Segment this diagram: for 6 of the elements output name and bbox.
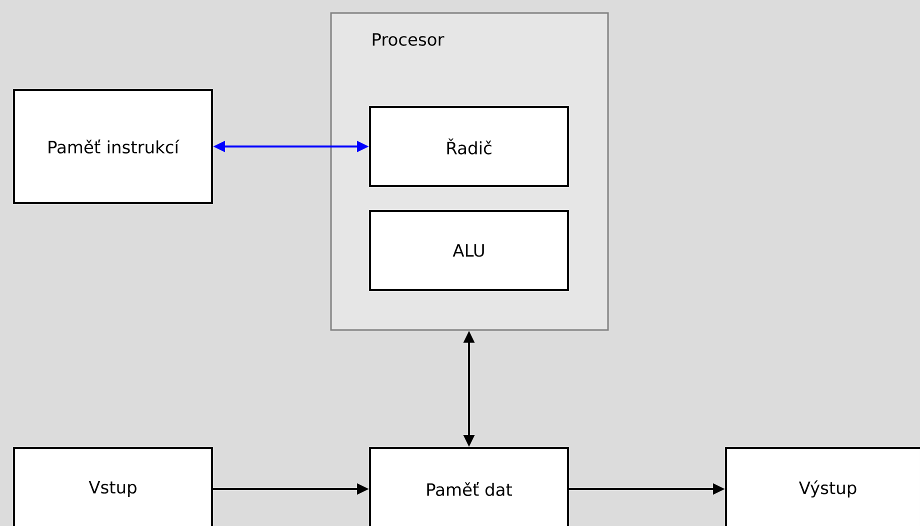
unit-box: ALU	[369, 210, 569, 291]
unit-box: Řadič	[369, 106, 569, 187]
memory-box: Paměť dat	[369, 447, 569, 526]
io-box: Vstup	[13, 447, 213, 526]
io-box: Výstup	[725, 447, 920, 526]
memory-box: Paměť instrukcí	[13, 89, 213, 204]
